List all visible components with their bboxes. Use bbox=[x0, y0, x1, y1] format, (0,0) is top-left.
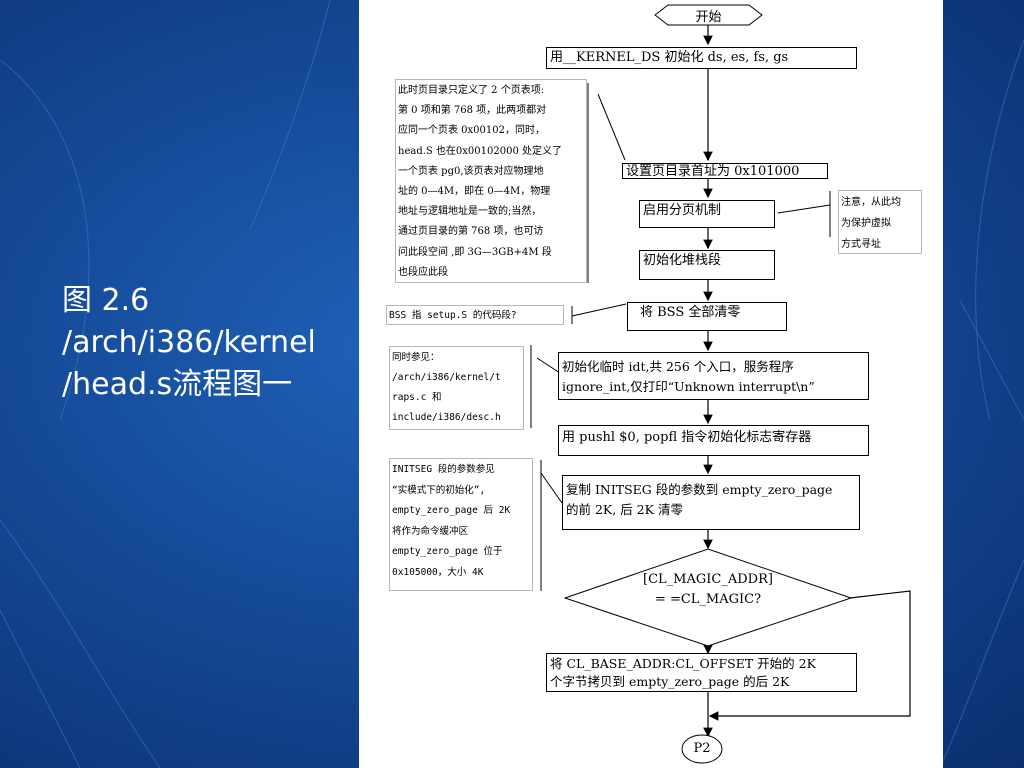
note-protected-mode: 注意，从此均 为保护虚拟 方式寻址 bbox=[838, 190, 922, 254]
slide-title: 图 2.6 /arch/i386/kernel /head.s流程图一 bbox=[62, 280, 359, 406]
step-set-page-dir: 设置页目录首址为 0x101000 bbox=[622, 163, 828, 179]
slide-title-clip: 图 2.6 /arch/i386/kernel /head.s流程图一 bbox=[62, 280, 359, 410]
step-init-stack: 初始化堆栈段 bbox=[639, 250, 775, 280]
step-init-segments: 用__KERNEL_DS 初始化 ds, es, fs, gs bbox=[546, 47, 857, 69]
step-init-eflags: 用 pushl $0, popfl 指令初始化标志寄存器 bbox=[558, 425, 869, 456]
step-enable-paging: 启用分页机制 bbox=[639, 200, 775, 228]
step-init-idt: 初始化临时 idt,共 256 个入口，服务程序 ignore_int,仅打印“… bbox=[558, 352, 869, 400]
note-page-directory: 此时页目录只定义了 2 个页表项: 第 0 项和第 768 项，此两项都对 应同… bbox=[395, 79, 587, 283]
slide-title-line3: /head.s流程图一 bbox=[62, 367, 293, 402]
step-clear-bss: 将 BSS 全部清零 bbox=[627, 302, 787, 331]
end-connector-label: P2 bbox=[693, 741, 711, 756]
note-bss: BSS 指 setup.S 的代码段? bbox=[386, 305, 564, 325]
step-copy-initseg: 复制 INITSEG 段的参数到 empty_zero_page 的前 2K, … bbox=[562, 475, 860, 530]
decision-label: [CL_MAGIC_ADDR] = =CL_MAGIC? bbox=[643, 572, 773, 607]
slide-title-line1: 图 2.6 bbox=[62, 283, 150, 318]
note-initseg: INITSEG 段的参数参见 “实模式下的初始化”, empty_zero_pa… bbox=[389, 458, 533, 591]
note-see-also: 同时参见： /arch/i386/kernel/t raps.c 和 inclu… bbox=[389, 346, 524, 430]
start-label: 开始 bbox=[695, 10, 722, 25]
step-copy-cmdline: 将 CL_BASE_ADDR:CL_OFFSET 开始的 2K 个字节拷贝到 e… bbox=[546, 653, 857, 692]
slide-title-line2: /arch/i386/kernel bbox=[62, 325, 316, 360]
